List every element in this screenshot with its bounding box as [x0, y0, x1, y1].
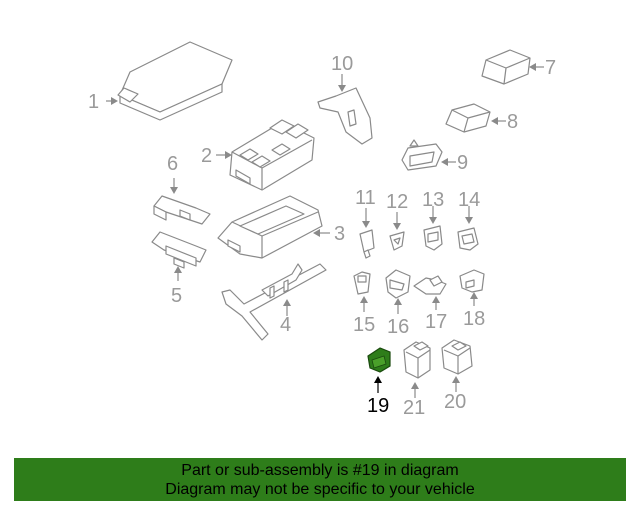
arrow-6 [170, 187, 178, 194]
callout-15: 15 [353, 314, 375, 336]
callout-11: 11 [355, 187, 376, 209]
part-14-fuse [457, 227, 479, 251]
arrow-5 [174, 266, 182, 273]
part-6-small-cover [153, 195, 211, 225]
arrow-14 [465, 217, 473, 224]
arrow-4 [283, 299, 291, 306]
arrow-16 [394, 298, 402, 305]
part-19-highlighted [367, 347, 391, 373]
arrow-8 [491, 117, 498, 125]
callout-9: 9 [457, 152, 468, 174]
callout-13: 13 [422, 189, 444, 211]
arrow-11 [362, 221, 370, 228]
callout-17: 17 [425, 311, 447, 333]
part-20-relay [441, 339, 473, 375]
callout-8: 8 [507, 111, 518, 133]
callout-14: 14 [458, 189, 480, 211]
arrow-1 [111, 97, 118, 105]
part-1-fuse-box-cover [117, 41, 233, 121]
part-15-fuse [353, 271, 371, 295]
banner-line-2: Diagram may not be specific to your vehi… [165, 481, 475, 498]
part-7-relay-cover [481, 49, 531, 85]
arrow-13 [429, 217, 437, 224]
arrow-9 [441, 158, 448, 166]
callout-16: 16 [387, 316, 409, 338]
parts-diagram: 1 2 3 4 5 [88, 41, 556, 419]
part-16-mini-relay [385, 269, 411, 299]
part-11-fuse [359, 229, 375, 259]
part-8-connector [445, 103, 491, 133]
callout-20: 20 [444, 391, 466, 413]
part-10-bracket [317, 87, 373, 145]
part-4-bracket [221, 263, 327, 341]
arrow-10 [338, 85, 346, 92]
arrow-20 [452, 376, 460, 383]
callout-1: 1 [88, 91, 99, 113]
part-21-relay [403, 341, 431, 379]
callout-18: 18 [463, 308, 485, 330]
callout-3: 3 [334, 223, 345, 245]
callout-10: 10 [331, 53, 353, 75]
part-13-fuse [423, 225, 443, 251]
callout-6: 6 [167, 153, 178, 175]
callout-2: 2 [201, 145, 212, 167]
callout-5: 5 [171, 285, 182, 307]
part-3-fuse-box-body [217, 195, 323, 259]
part-18-fuse [459, 269, 485, 293]
callout-7: 7 [545, 57, 556, 79]
arrow-3 [313, 229, 320, 237]
banner-line-1: Part or sub-assembly is #19 in diagram [181, 462, 459, 479]
part-9-holder [401, 139, 443, 171]
info-banner: Part or sub-assembly is #19 in diagram D… [14, 458, 626, 501]
arrow-19 [374, 376, 382, 383]
arrow-21 [411, 382, 419, 389]
callout-19: 19 [367, 395, 389, 417]
part-2-relay-block [229, 119, 315, 191]
part-5-clip [151, 231, 207, 269]
callout-4: 4 [280, 314, 291, 336]
arrow-2 [225, 151, 232, 159]
part-17-fusible-link [413, 275, 447, 295]
callout-12: 12 [386, 191, 408, 213]
arrow-7 [529, 63, 536, 71]
arrow-18 [470, 292, 478, 299]
part-12-fuse [389, 231, 405, 251]
callout-21: 21 [403, 397, 425, 419]
arrow-15 [360, 296, 368, 303]
arrow-17 [432, 296, 440, 303]
arrow-12 [393, 223, 401, 230]
